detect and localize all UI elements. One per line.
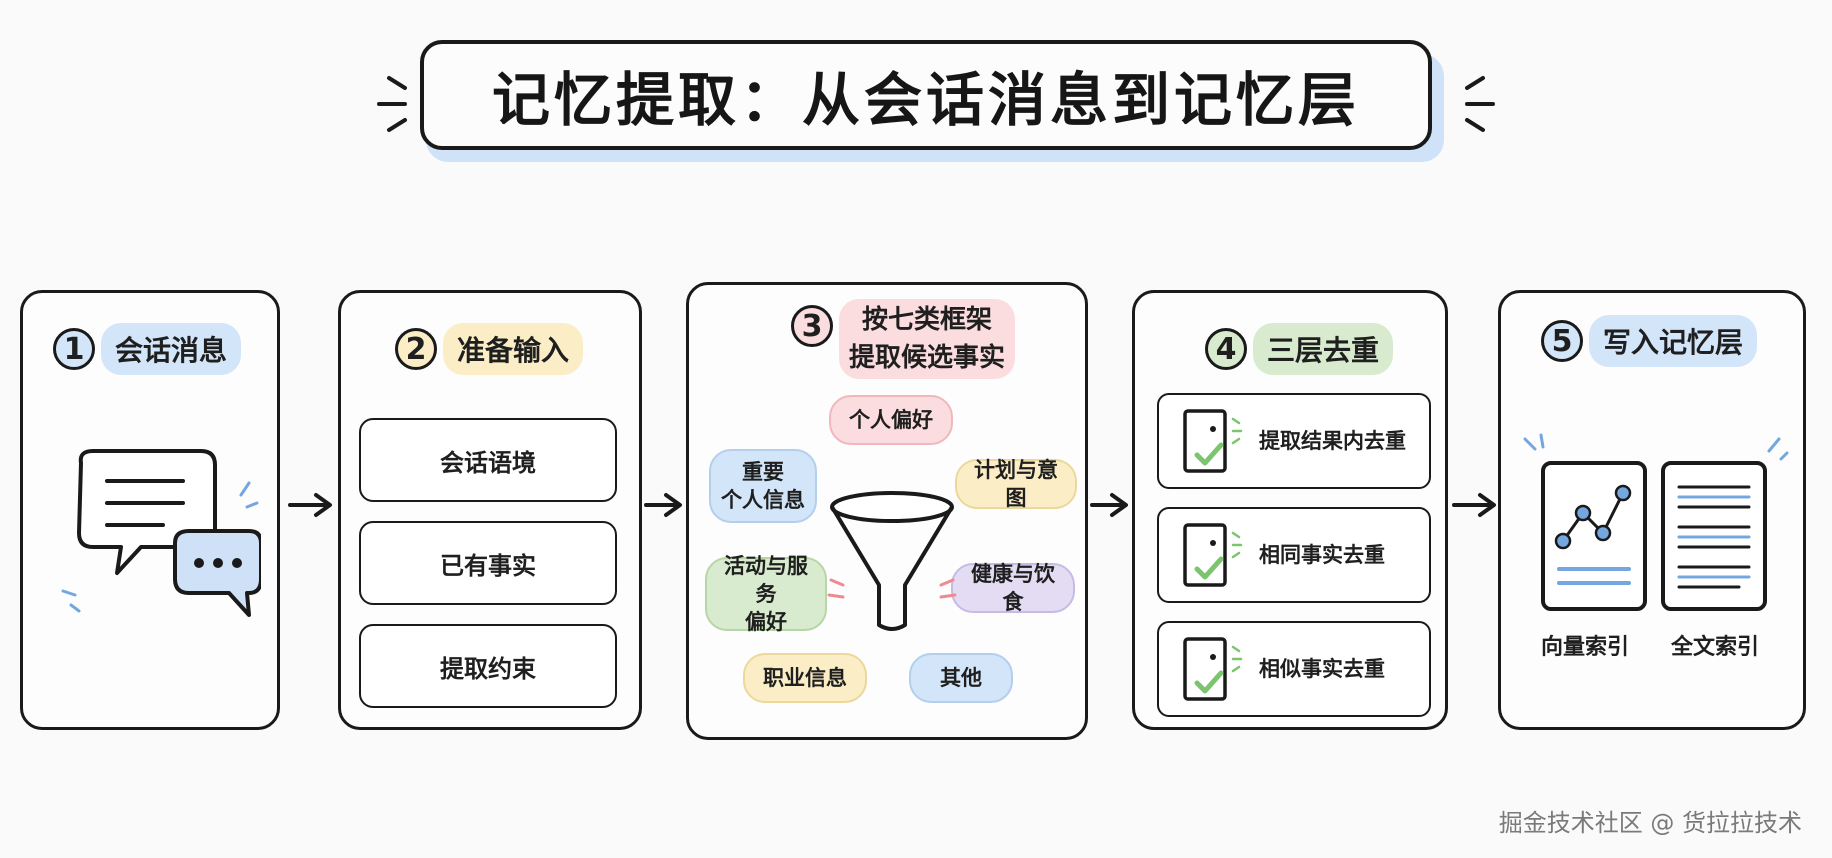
vector-index-label: 向量索引: [1541, 634, 1630, 660]
input-item: 会话语境: [359, 418, 617, 502]
step-3-header: 3 按七类框架 提取候选事实: [791, 299, 1016, 379]
category-label: 健康与饮食: [971, 561, 1055, 614]
step-2-number: 2: [395, 328, 437, 370]
category-plans-intentions: 计划与意图: [955, 457, 1077, 510]
category-career-info: 职业信息: [743, 653, 867, 703]
dedup-item: 提取结果内去重: [1157, 393, 1431, 489]
category-activity-service-preference: 活动与服务 偏好: [705, 553, 827, 634]
category-other: 其他: [909, 653, 1013, 703]
category-label: 重要: [742, 459, 784, 484]
step-5-panel: 5 写入记忆层 向量索引 全文索引: [1498, 290, 1806, 730]
fulltext-index-icon: [1661, 437, 1789, 611]
step-1-number: 1: [53, 328, 95, 370]
door-check-icon: [1183, 637, 1243, 701]
step-3-label-line2: 提取候选事实: [849, 343, 1006, 373]
category-label: 其他: [940, 665, 982, 690]
dedup-item: 相似事实去重: [1157, 621, 1431, 717]
category-personal-preference: 个人偏好: [829, 395, 953, 445]
title-banner: 记忆提取：从会话消息到记忆层: [420, 40, 1444, 162]
sparkle-icon-left: [377, 76, 407, 132]
sparkle-icon-right: [1465, 76, 1495, 132]
category-label: 计划与意图: [974, 457, 1058, 510]
category-label: 个人信息: [721, 487, 805, 512]
step-4-header: 4 三层去重: [1205, 323, 1394, 375]
step-3-label-line1: 按七类框架: [862, 305, 993, 335]
step-2-label: 准备输入: [443, 323, 584, 375]
title-box: 记忆提取：从会话消息到记忆层: [420, 40, 1432, 150]
watermark: 掘金技术社区 @ 货拉拉技术: [1498, 809, 1802, 837]
page-title: 记忆提取：从会话消息到记忆层: [491, 66, 1360, 134]
dedup-label: 相同事实去重: [1259, 542, 1385, 567]
step-2-header: 2 准备输入: [395, 323, 584, 375]
input-item: 提取约束: [359, 624, 617, 708]
input-item: 已有事实: [359, 521, 617, 605]
fulltext-index-label: 全文索引: [1671, 634, 1760, 660]
step-1-label: 会话消息: [101, 323, 242, 375]
category-important-personal-info: 重要 个人信息: [709, 449, 817, 523]
category-label: 职业信息: [763, 665, 847, 690]
step-3-panel: 3 按七类框架 提取候选事实 个人偏好 重要 个人信息 计划与意图 活动与服务 …: [686, 282, 1088, 740]
arrow-right-icon: [1452, 493, 1496, 517]
step-3-label: 按七类框架 提取候选事实: [839, 299, 1016, 379]
dedup-label: 提取结果内去重: [1259, 428, 1406, 453]
door-check-icon: [1183, 409, 1243, 473]
category-health-diet: 健康与饮食: [951, 561, 1075, 614]
step-4-label: 三层去重: [1253, 323, 1394, 375]
step-2-panel: 2 准备输入 会话语境 已有事实 提取约束: [338, 290, 642, 730]
step-5-label: 写入记忆层: [1589, 315, 1758, 367]
arrow-right-icon: [288, 493, 332, 517]
step-1-panel: 1 会话消息: [20, 290, 280, 730]
arrow-right-icon: [644, 493, 682, 517]
step-4-number: 4: [1205, 328, 1247, 370]
dedup-item: 相同事实去重: [1157, 507, 1431, 603]
dedup-label: 相似事实去重: [1259, 656, 1385, 681]
arrow-right-icon: [1090, 493, 1128, 517]
funnel-icon: [827, 491, 957, 631]
step-5-header: 5 写入记忆层: [1541, 315, 1758, 367]
category-label: 偏好: [745, 609, 787, 634]
category-label: 个人偏好: [849, 407, 933, 432]
step-5-number: 5: [1541, 320, 1583, 362]
vector-index-icon: [1523, 433, 1647, 611]
category-label: 活动与服务: [724, 553, 808, 606]
chat-bubbles-icon: [61, 449, 261, 617]
door-check-icon: [1183, 523, 1243, 587]
step-4-panel: 4 三层去重 提取结果内去重 相同事实去重 相似事实去重: [1132, 290, 1448, 730]
step-1-header: 1 会话消息: [53, 323, 242, 375]
step-3-number: 3: [791, 305, 833, 347]
